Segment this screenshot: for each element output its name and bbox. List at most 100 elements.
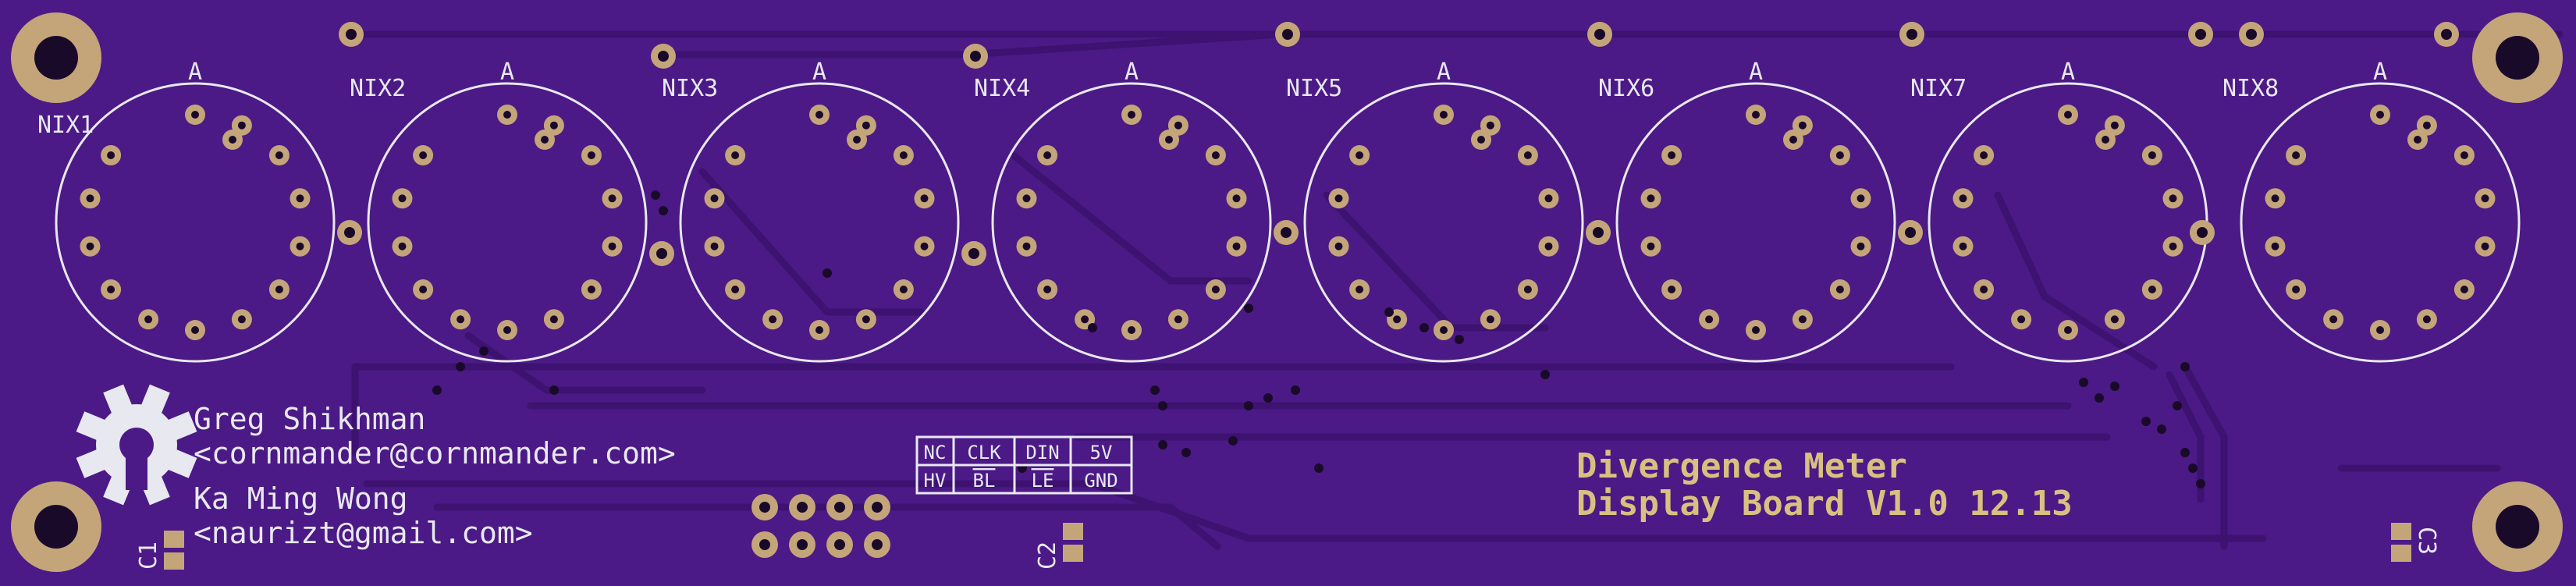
tube-pin-drill (1647, 242, 1655, 250)
tube-pin-drill (1544, 242, 1553, 250)
anode-label: A (812, 59, 826, 86)
tube-designator: NIX3 (662, 75, 718, 102)
tube-pin-drill (731, 286, 740, 293)
via (1088, 323, 1097, 332)
nixie-tube-7: NIX7 A (1910, 59, 2208, 363)
tube-pin-drill (1022, 194, 1031, 203)
tube-pin-drill (1668, 151, 1676, 159)
tube-pin-drill (1705, 315, 1714, 324)
tube-pin-drill (2329, 315, 2338, 324)
via (1158, 401, 1167, 410)
tube-pin-drill (1486, 315, 1494, 324)
header-pin (751, 531, 778, 558)
anode-label: A (2061, 59, 2075, 86)
pad (1586, 220, 1611, 245)
tube-pin-drill (2169, 242, 2177, 250)
pad (2434, 22, 2459, 47)
c2-label: C2 (1034, 542, 1061, 570)
pad (339, 22, 364, 47)
via (1419, 323, 1429, 332)
nixie-tube-3: NIX3 A (662, 59, 960, 363)
nixie-tube-6: NIX6 A (1598, 59, 1896, 363)
author1-name: Greg Shikhman (194, 402, 425, 436)
tube-pin-drill (2460, 286, 2468, 293)
via (432, 385, 442, 395)
via (2141, 417, 2151, 426)
anode-label: A (1437, 59, 1451, 86)
via (2188, 463, 2198, 473)
board-title-line2: Display Board V1.0 12.13 (1576, 484, 2073, 524)
pin-label-din: DIN (1025, 442, 1059, 463)
anode-label: A (1749, 59, 1763, 86)
via (2079, 378, 2088, 387)
tube-pin-drill (1798, 315, 1807, 324)
pin-label-bl: BL (973, 470, 996, 492)
tube-pin-drill (1128, 111, 1135, 119)
tube-pin-drill (237, 121, 246, 130)
via (1291, 385, 1300, 395)
mounting-hole (11, 481, 101, 572)
via (1158, 440, 1167, 449)
tube-pin-drill (1668, 286, 1676, 293)
tube-designator: NIX1 (37, 112, 94, 139)
tube-pin-drill (899, 286, 908, 293)
tube-pin-drill (1544, 194, 1553, 203)
tube-pin-drill (1647, 194, 1655, 203)
tube-pin-drill (2460, 151, 2468, 159)
anode-pin-drill (1165, 136, 1173, 144)
pad (1274, 220, 1299, 245)
pin-label-gnd: GND (1084, 470, 1117, 492)
tube-designator: NIX5 (1286, 75, 1342, 102)
mounting-holes (11, 12, 2563, 572)
tube-designator: NIX6 (1598, 75, 1654, 102)
tube-pin-drill (1980, 286, 1988, 293)
tube-pin-drill (1959, 194, 1967, 203)
tube-pin-drill (1486, 121, 1494, 130)
tube-pin-drill (2110, 121, 2119, 130)
side-pads (337, 220, 2215, 266)
tube-pin-drill (107, 151, 115, 159)
tube-outline (1615, 82, 1896, 363)
tube-pin-drill (296, 194, 304, 203)
tube-pin-drill (1334, 194, 1343, 203)
tube-pin-drill (1334, 242, 1343, 250)
header-pins (751, 494, 890, 558)
pad (337, 220, 362, 245)
header-pin (789, 494, 815, 520)
pad (1899, 22, 1924, 47)
vias (432, 190, 2205, 488)
capacitor-c1: C1 (135, 531, 184, 570)
via (549, 385, 559, 395)
tube-designator: NIX2 (350, 75, 406, 102)
mounting-hole (11, 12, 101, 103)
tube-outline (991, 82, 1272, 363)
pad (1898, 220, 1923, 245)
via (2095, 393, 2104, 403)
tube-pin-drill (2017, 315, 2026, 324)
anode-pin-drill (1789, 136, 1797, 144)
tube-pin-drill (769, 315, 777, 324)
via (2196, 479, 2205, 488)
pad (2188, 22, 2213, 47)
anode-label: A (500, 59, 514, 86)
tube-outline (1303, 82, 1584, 363)
tube-pin-drill (1043, 151, 1052, 159)
tube-pin-drill (1856, 242, 1865, 250)
tube-pin-drill (1393, 315, 1402, 324)
tube-pin-drill (710, 242, 719, 250)
pad (963, 44, 988, 69)
via (651, 190, 660, 200)
nixie-tube-2: NIX2 A (350, 59, 648, 363)
tube-pin-drill (815, 326, 823, 334)
tube-pin-drill (107, 286, 115, 293)
tube-pin-drill (1752, 326, 1760, 334)
tube-pin-drill (191, 111, 199, 119)
header-pin (826, 494, 853, 520)
tube-pin-drill (587, 286, 595, 293)
anode-pin-drill (229, 136, 236, 144)
tube-designator: NIX7 (1910, 75, 1967, 102)
tube-pin-drill (237, 315, 246, 324)
tube-pin-drill (2064, 111, 2072, 119)
via (1263, 393, 1273, 403)
